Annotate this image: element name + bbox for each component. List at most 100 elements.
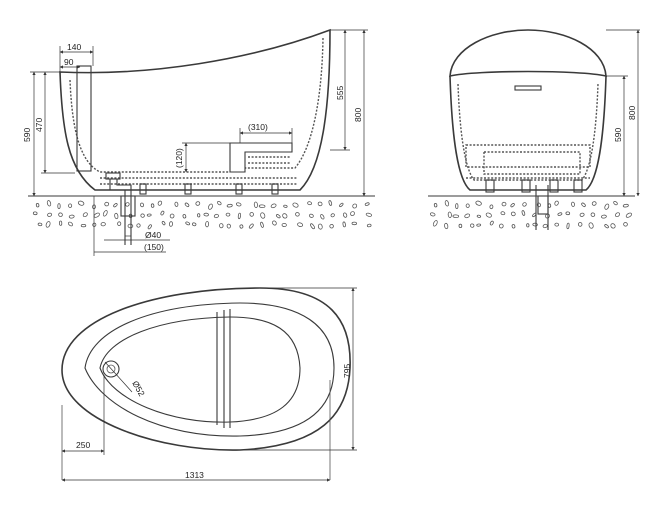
pebble (352, 203, 358, 209)
side-view: 140 90 590 470 555 800 (310) (22, 28, 375, 256)
pebble (458, 223, 463, 228)
pebble (219, 223, 224, 229)
pebble (342, 221, 346, 228)
dim-120: (120) (174, 148, 184, 168)
pebble (68, 221, 73, 227)
pebble (68, 214, 75, 219)
pebble (581, 202, 586, 207)
pebble (297, 222, 304, 227)
pebble (571, 201, 575, 207)
floor-pebbles-front (429, 200, 633, 230)
pebble (554, 222, 559, 227)
dim-555: 555 (335, 86, 345, 100)
dim-d40: Ø40 (145, 230, 161, 240)
pebble (253, 201, 258, 208)
front-dim-800: 800 (627, 106, 637, 120)
pebble (272, 220, 277, 226)
pebble (485, 212, 492, 218)
pebble (168, 221, 174, 227)
pebble (136, 223, 141, 228)
pebble (532, 222, 538, 227)
pebble (35, 203, 40, 208)
pebble (470, 223, 475, 228)
pebble (591, 201, 597, 206)
pebble (270, 203, 277, 209)
pebble (610, 223, 616, 229)
dim-310: (310) (248, 122, 268, 132)
pebble (307, 201, 312, 206)
pebble (452, 214, 460, 218)
pebble (489, 204, 494, 210)
pebble (208, 203, 213, 210)
pebble (365, 212, 373, 217)
pebble (147, 224, 152, 230)
side-dimensions: 140 90 590 470 555 800 (310) (22, 29, 368, 256)
pebble (328, 200, 333, 206)
pebble (283, 204, 288, 208)
pebble (239, 224, 244, 229)
pebble (444, 200, 450, 207)
drain-pipe (105, 172, 136, 245)
drain-hole (102, 360, 120, 378)
dim-590: 590 (22, 128, 32, 142)
pebble (237, 212, 241, 220)
pebble (625, 212, 633, 218)
pebble (195, 201, 201, 206)
pebble (80, 224, 87, 228)
pebble (489, 220, 494, 226)
pebble (217, 200, 222, 206)
front-view: 800 590 (428, 29, 640, 230)
pebble (139, 202, 145, 208)
tub-inner-wall (69, 79, 230, 173)
pebble (613, 200, 618, 206)
pebble (45, 221, 51, 228)
pebble (317, 201, 323, 207)
pebble (510, 211, 516, 217)
pebble (160, 210, 165, 216)
pebble (248, 223, 254, 229)
pebble (205, 221, 210, 228)
pebble (498, 223, 504, 229)
pebble (225, 212, 231, 217)
pebble (601, 214, 607, 219)
pebble (192, 222, 197, 227)
pebble (292, 202, 299, 208)
tub-outline-side (59, 28, 331, 191)
pebble (536, 202, 541, 208)
pebble (455, 203, 459, 210)
pebble (140, 213, 145, 218)
pebble (330, 213, 335, 218)
pebble (476, 214, 482, 218)
pebble (213, 213, 219, 219)
pebble (258, 204, 266, 208)
front-dim-590: 590 (613, 128, 623, 142)
pebble (260, 221, 264, 228)
pebble (501, 201, 507, 207)
pebble (590, 212, 596, 217)
pebble (281, 222, 287, 228)
pebble (432, 220, 438, 227)
pebble (68, 203, 73, 208)
pebble (320, 214, 325, 220)
pebble (510, 203, 515, 208)
pebble (82, 212, 88, 218)
pebble (465, 203, 470, 208)
pebble (114, 212, 119, 220)
pebble (521, 210, 526, 216)
overflow-slot (514, 85, 542, 91)
dim-800: 800 (353, 108, 363, 122)
pebble (364, 202, 370, 206)
pebble (565, 211, 571, 216)
pebble (235, 202, 242, 207)
pebble (475, 200, 482, 206)
pebble (339, 202, 344, 208)
pebble (57, 203, 61, 210)
pebble (604, 224, 609, 229)
tub-body-front (449, 75, 607, 191)
pebble (329, 224, 334, 229)
inner-step (229, 142, 293, 173)
pebble (146, 213, 152, 217)
pebble (622, 203, 629, 208)
tub-outline-top (61, 287, 351, 451)
